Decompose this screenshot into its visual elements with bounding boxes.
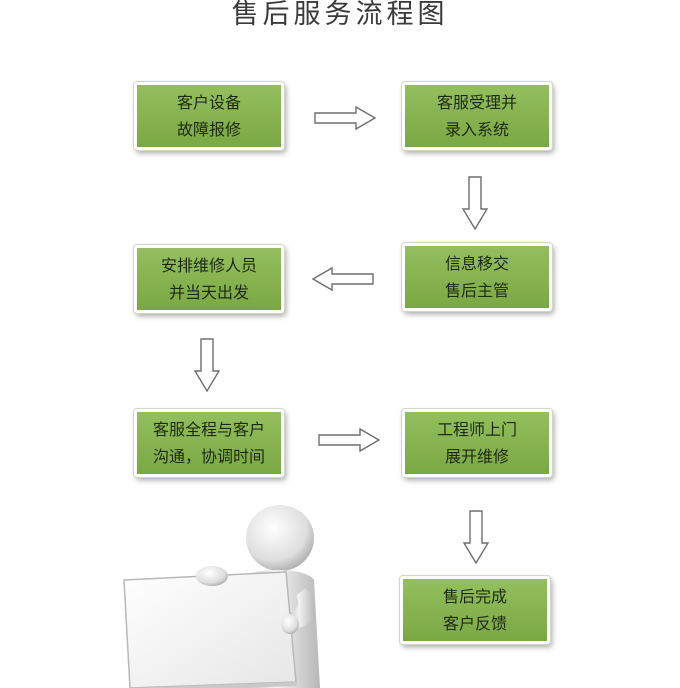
step-5-line2: 沟通，协调时间 (152, 447, 265, 466)
figure-with-blank-board-illustration (123, 505, 320, 688)
step-7-line1: 售后完成 (442, 587, 507, 606)
step-1-line2: 故障报修 (176, 120, 241, 139)
step-5-line1: 客服全程与客户 (152, 420, 265, 439)
diagram-title: 售后服务流程图 (231, 0, 449, 30)
figure-head (246, 505, 314, 571)
arrow-right-1 (314, 105, 377, 131)
arrow-left-1 (311, 266, 374, 292)
step-6-line1: 工程师上门 (436, 420, 517, 439)
step-3-line1: 信息移交 (444, 254, 509, 273)
arrow-down-3 (462, 510, 490, 565)
arrow-right-2 (318, 427, 381, 453)
arrow-down-1 (461, 176, 489, 231)
step-6-box: 工程师上门 展开维修 (402, 409, 552, 477)
figure-hand (196, 566, 228, 586)
arrow-down-2 (193, 338, 221, 393)
blank-board (123, 571, 297, 688)
step-4-line1: 安排维修人员 (160, 256, 257, 275)
step-7-box: 售后完成 客户反馈 (400, 576, 550, 644)
step-2-line2: 录入系统 (444, 120, 509, 139)
figure-right-hand (281, 614, 299, 634)
step-6-line2: 展开维修 (444, 447, 509, 466)
step-4-line2: 并当天出发 (168, 283, 249, 302)
step-1-box: 客户设备 故障报修 (134, 82, 284, 150)
step-3-box: 信息移交 售后主管 (402, 243, 552, 311)
step-7-line2: 客户反馈 (442, 614, 507, 633)
step-3-line2: 售后主管 (444, 281, 509, 300)
step-2-box: 客服受理并 录入系统 (402, 82, 552, 150)
step-1-line1: 客户设备 (176, 93, 241, 112)
step-2-line1: 客服受理并 (436, 93, 517, 112)
step-4-box: 安排维修人员 并当天出发 (134, 245, 284, 313)
step-5-box: 客服全程与客户 沟通，协调时间 (134, 409, 284, 477)
